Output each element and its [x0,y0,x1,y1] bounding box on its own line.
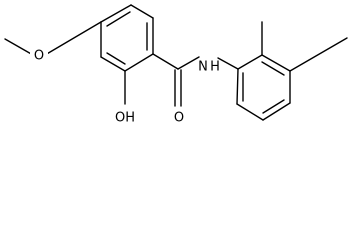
ring-bond [237,54,263,70]
methoxy-group [4,21,102,56]
ring-double-bond [106,52,126,65]
ring-bond [100,56,126,72]
carbonyl-oxygen-label: O [174,111,184,126]
bond-nitrogen-aryl [217,57,239,70]
bond-ring-methoxy-oxygen [44,21,102,56]
methoxy-label-mask [30,46,48,64]
chemical-structure-diagram: O OH O N H [4,4,348,126]
left-benzene-ring [100,4,154,72]
amide-nitrogen-label: N [198,60,208,75]
ring-bond [100,4,132,23]
ring-bond [261,54,291,72]
bond-ring-carbonyl-carbon [152,53,179,70]
methyl-bond-3 [289,37,348,72]
amide-hydrogen-label: H [210,60,220,75]
ring-bond [236,103,264,121]
right-benzene-ring [236,54,291,121]
ring-double-bond [106,11,131,27]
hydroxyl-label: OH [115,111,135,126]
amide-group [152,53,239,107]
ring-bond [124,53,154,72]
ring-double-bond [261,61,285,76]
ring-bond [262,102,291,121]
bond-methoxy-oxygen-methyl [4,38,34,56]
bond-carbonyl-nitrogen [177,56,200,70]
ring-double-bond [262,99,285,114]
ring-bond [236,68,239,105]
ring-bond [130,4,154,19]
methoxy-oxygen-label: O [34,49,44,64]
